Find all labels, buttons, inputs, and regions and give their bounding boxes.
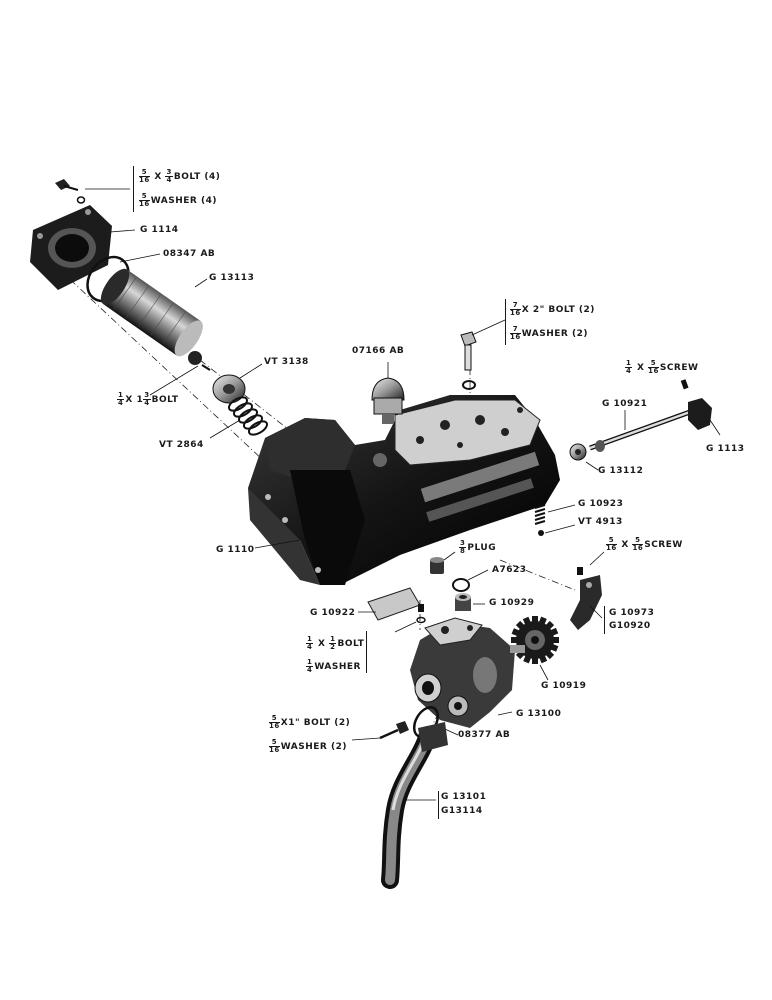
- label-g10973: G 10973: [609, 608, 655, 618]
- label-08347ab: 08347 AB: [163, 249, 216, 259]
- bracket-bar: [438, 791, 439, 819]
- label-g10929: G 10929: [489, 598, 535, 608]
- label-g10919: G 10919: [541, 681, 587, 691]
- bracket-bar: [366, 631, 367, 673]
- label-g13100: G 13100: [516, 709, 562, 719]
- label-g1114: G 1114: [140, 225, 179, 235]
- check-spring-part: [534, 504, 576, 536]
- breather-cap-part: [371, 362, 405, 424]
- label-a7623: A7623: [492, 565, 527, 575]
- pump-body-part: [410, 617, 525, 728]
- spring-cap-part: [209, 363, 269, 439]
- seal-ring-part: [452, 569, 489, 592]
- label-08377ab: 08377 AB: [458, 730, 511, 740]
- label-g13114: G13114: [441, 806, 483, 816]
- label-vt3138: VT 3138: [264, 357, 309, 367]
- label-g10922: G 10922: [310, 608, 356, 618]
- main-housing-part: [248, 395, 560, 585]
- label-g13112: G 13112: [598, 466, 644, 476]
- bracket-bar: [505, 299, 506, 345]
- label-g10921: G 10921: [602, 399, 648, 409]
- lever-arm-part: [570, 551, 605, 630]
- bushing-part: [455, 593, 485, 611]
- control-rod-part: [569, 379, 721, 471]
- gear-part: [511, 616, 559, 681]
- bolt-part: [55, 179, 130, 204]
- filter-cylinder-part: [100, 268, 211, 396]
- bracket-bar: [604, 606, 605, 634]
- bracket-bar: [133, 166, 134, 212]
- label-g1110: G 1110: [216, 545, 255, 555]
- small-bolt-part: [394, 604, 426, 633]
- label-g13113: G 13113: [209, 273, 255, 283]
- label-07166ab: 07166 AB: [352, 346, 405, 356]
- label-vt4913: VT 4913: [578, 517, 623, 527]
- label-g13101: G 13101: [441, 792, 487, 802]
- suction-pipe-part: [381, 722, 448, 889]
- plug-part: [430, 551, 456, 574]
- label-g10923: G 10923: [578, 499, 624, 509]
- label-vt2864: VT 2864: [159, 440, 204, 450]
- label-g10920: G10920: [609, 621, 651, 631]
- pump-bolt-part: [351, 721, 409, 741]
- gasket-part: [358, 587, 421, 621]
- cover-part: [30, 205, 136, 290]
- top-bolt-part: [460, 319, 506, 390]
- label-g1113: G 1113: [706, 444, 745, 454]
